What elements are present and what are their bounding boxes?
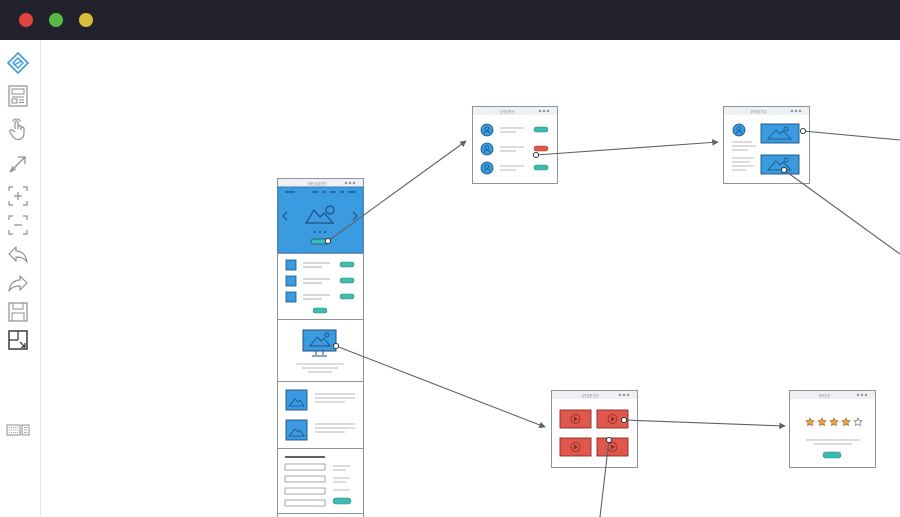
wireframe-videos-title: VIDEOS	[582, 394, 599, 399]
wireframe-rate-title: RATE	[819, 394, 830, 399]
connector-photos-down	[783, 169, 900, 255]
wireframe-photos[interactable]: PHOTO	[723, 106, 810, 184]
connector-photos-out	[802, 130, 900, 141]
logo-icon[interactable]	[6, 51, 30, 75]
link-arrow-icon[interactable]	[6, 152, 30, 176]
flow-connectors	[327, 130, 900, 517]
tool-sidebar	[0, 40, 41, 517]
minimize-button[interactable]	[49, 13, 63, 27]
wireframe-videos[interactable]: VIDEOS	[551, 390, 638, 468]
star-icon	[853, 417, 863, 427]
maximize-button[interactable]	[79, 13, 93, 27]
star-icon	[805, 417, 815, 427]
keyboard-icon[interactable]	[6, 418, 30, 442]
zoom-in-icon[interactable]	[6, 184, 30, 208]
wireframe-users-title: USERS	[500, 110, 515, 115]
close-button[interactable]	[19, 13, 33, 27]
hand-pointer-icon[interactable]	[6, 118, 30, 142]
layout-icon[interactable]	[6, 84, 30, 108]
connector-users-photos	[535, 139, 719, 156]
connector-handles[interactable]	[324, 127, 807, 444]
fit-screen-icon[interactable]	[6, 328, 30, 352]
star-icon	[841, 417, 851, 427]
connector-home-users	[327, 140, 467, 242]
wireframe-rate[interactable]: RATE	[789, 390, 876, 468]
wireframe-home-title: HEADER	[308, 182, 326, 187]
zoom-out-icon[interactable]	[6, 213, 30, 237]
connector-videos-down	[599, 439, 610, 517]
design-canvas[interactable]: HEADER	[41, 40, 900, 517]
connector-videos-rate	[623, 419, 786, 430]
window-titlebar	[0, 0, 900, 40]
wireframe-photos-title: PHOTO	[751, 110, 767, 115]
save-icon[interactable]	[6, 300, 30, 324]
wireframe-users[interactable]: USERS	[472, 106, 558, 184]
star-icon	[829, 417, 839, 427]
connector-home-videos	[335, 345, 546, 428]
wireframe-home[interactable]: HEADER	[277, 178, 364, 517]
undo-icon[interactable]	[6, 242, 30, 266]
redo-icon[interactable]	[6, 271, 30, 295]
star-icon	[817, 417, 827, 427]
